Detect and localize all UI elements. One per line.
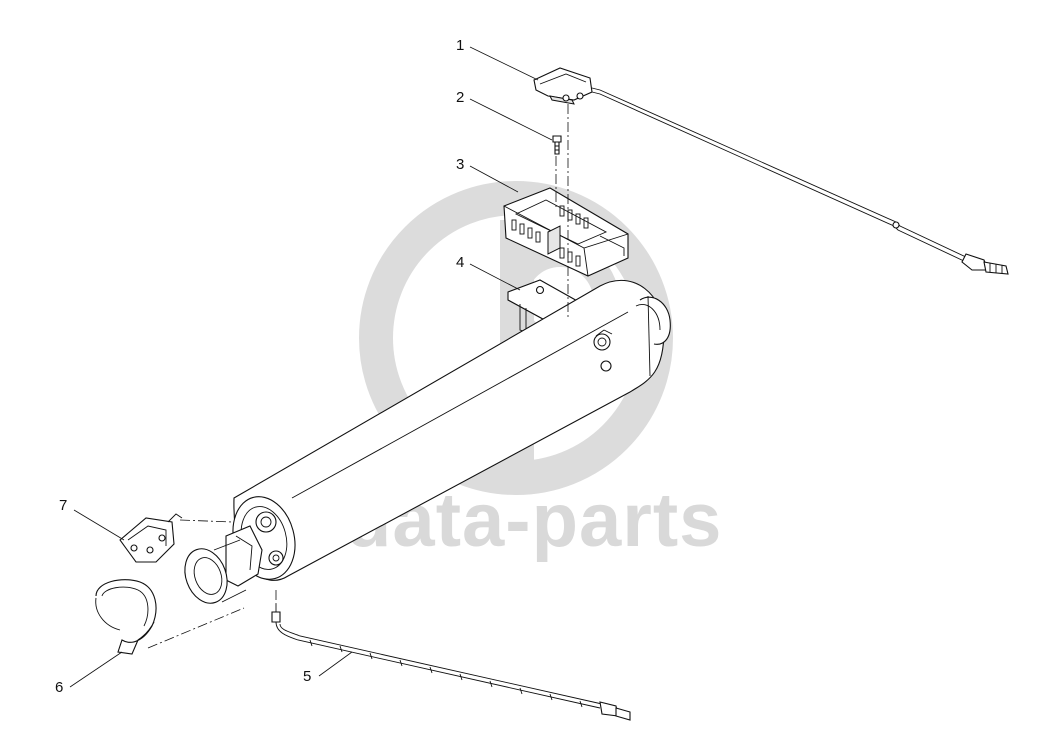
part-3-bracket	[503, 187, 629, 277]
assembly-lines	[147, 104, 569, 649]
callout-7: 7	[59, 497, 67, 514]
callout-2: 2	[456, 89, 464, 106]
outlet-ring	[184, 539, 247, 604]
callout-labels: 1 2 3 4 5 6 7	[55, 37, 464, 696]
leader-lines	[69, 46, 553, 688]
callout-5: 5	[303, 668, 311, 685]
part-7-connector	[119, 513, 183, 563]
part-6-clamp	[95, 579, 157, 655]
part-5-probe-cable	[271, 604, 631, 721]
callout-4: 4	[456, 254, 464, 271]
main-cylinder	[225, 279, 671, 587]
callout-6: 6	[55, 679, 63, 696]
part-1-sensor	[533, 67, 1009, 275]
callout-1: 1	[456, 37, 464, 54]
callout-3: 3	[456, 156, 464, 173]
part-2-bolt	[552, 135, 562, 155]
